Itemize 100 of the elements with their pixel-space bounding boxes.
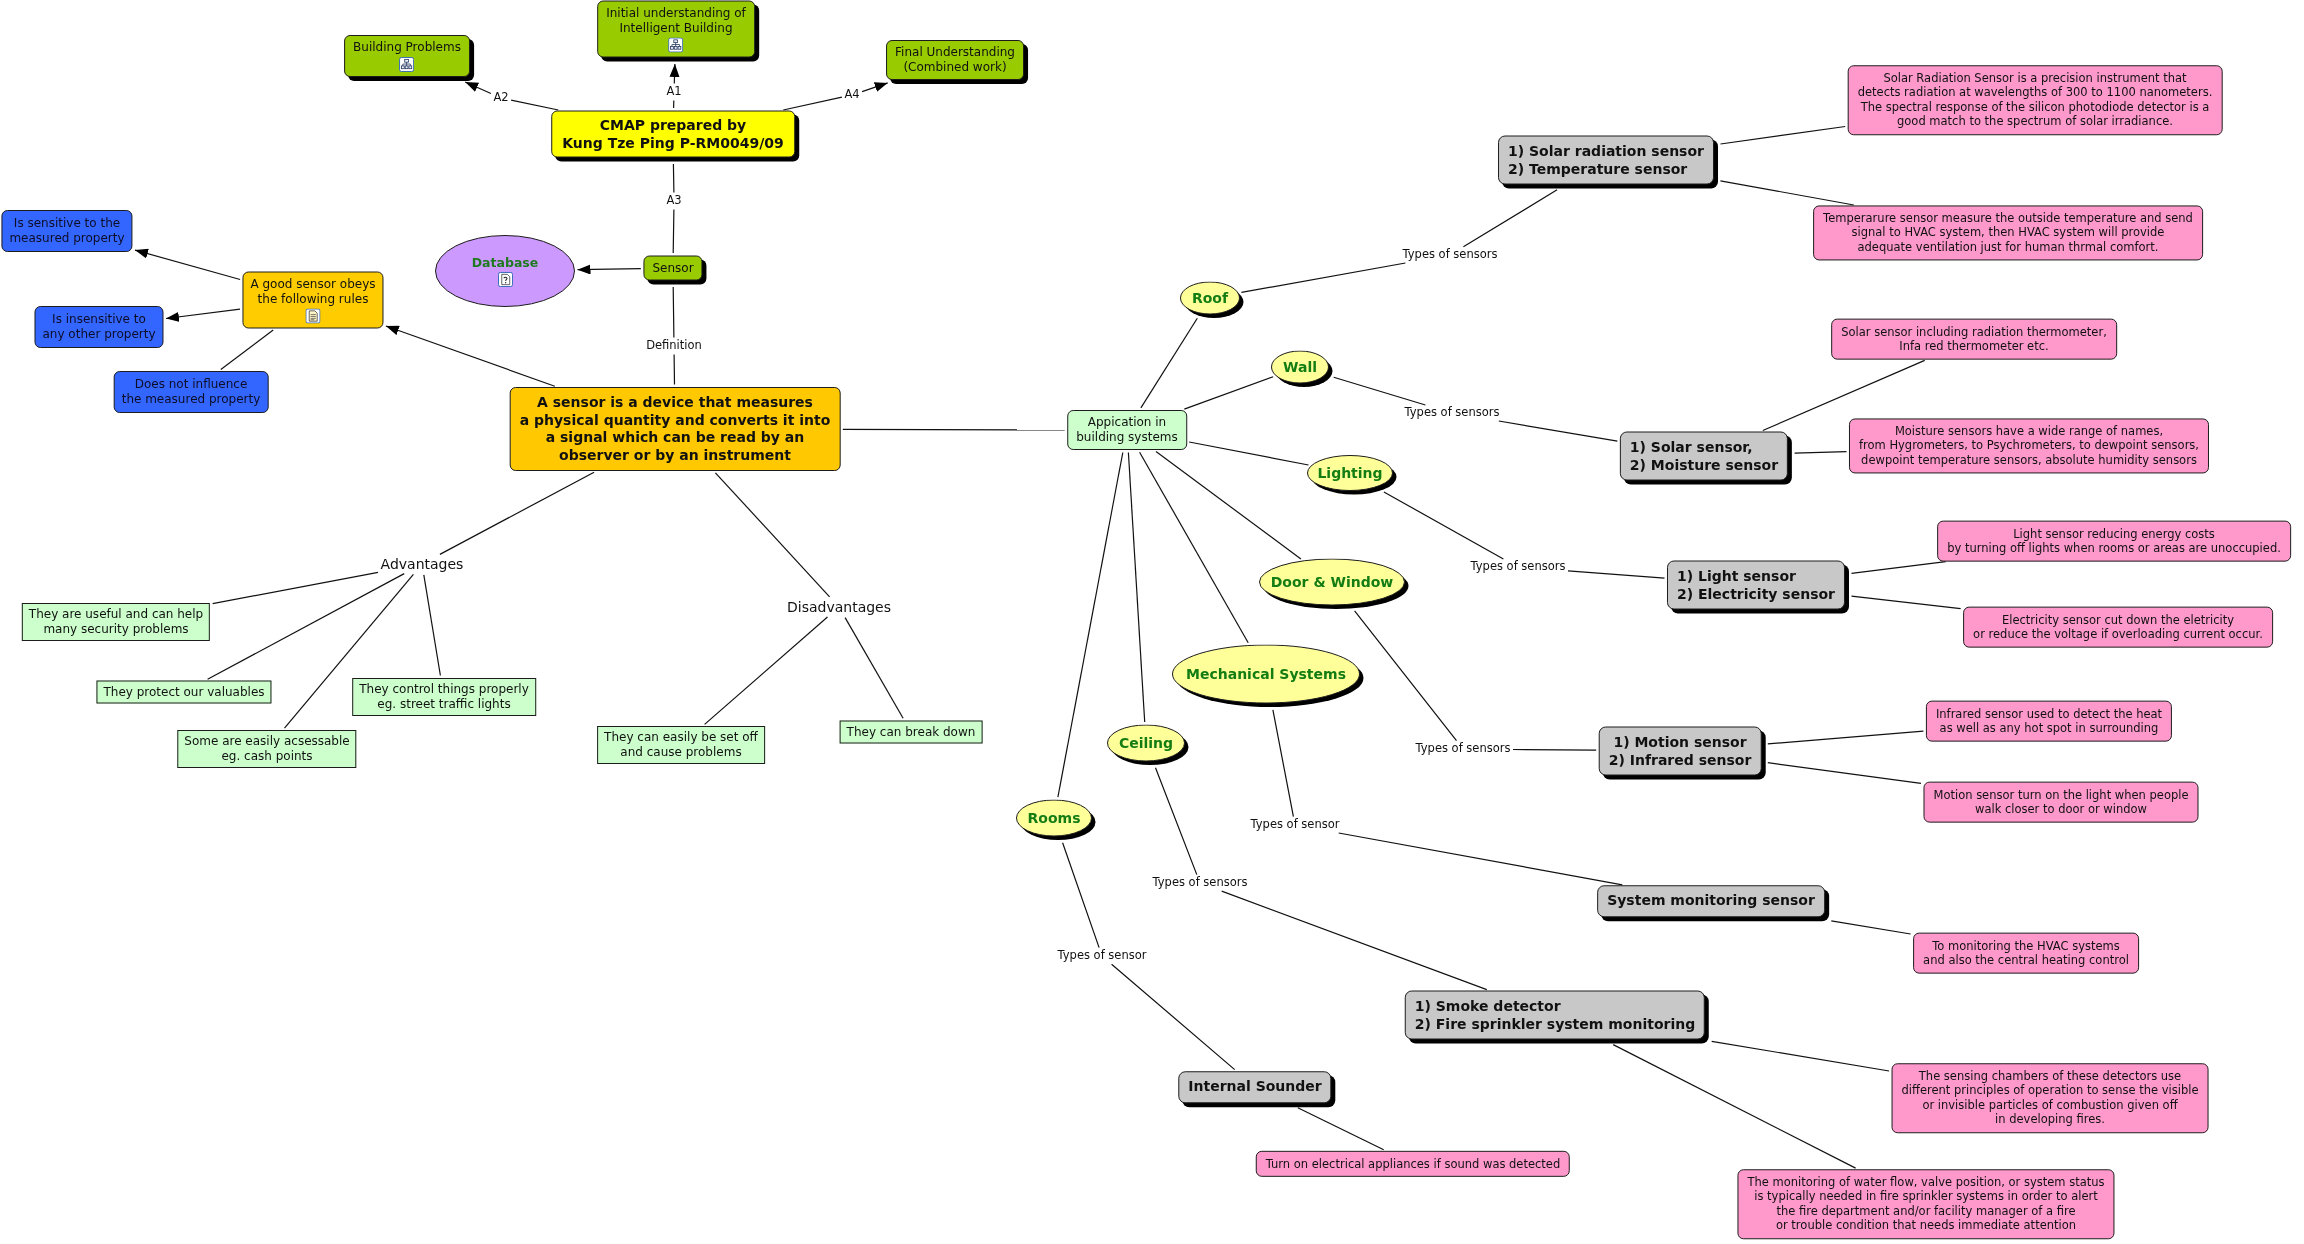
concept-label: Solar Radiation Sensor is a precision instrument that detects radiation at wavelengths of 300 to 1100 nanometers. The spectral response of the silicon photodiode detector is a good match to the spectrum of solar irradiance. [1857, 71, 2213, 129]
concept-ellipse [1172, 644, 1364, 708]
connector [1140, 317, 1198, 409]
concept-label: Lighting [1317, 464, 1383, 482]
connector [1297, 1107, 1385, 1151]
concept-ellipse [1180, 281, 1244, 319]
concept-box [96, 680, 272, 704]
connector [1188, 441, 1310, 466]
connector [220, 329, 274, 371]
connector [1850, 595, 1962, 610]
connector [714, 472, 831, 598]
link-label: Types of sensor [1057, 949, 1147, 963]
connector [1155, 450, 1302, 560]
arrow [576, 264, 642, 275]
concept-label: Electricity sensor cut down the eletricity or reduce the voltage if overloading current occur. [1973, 612, 2263, 642]
concept-label: 2) Infrared sensor [1608, 751, 1752, 769]
concept-label: Is insensitive to any other property [42, 312, 156, 342]
concept-box [1813, 205, 2203, 261]
connector [704, 616, 829, 725]
link-label: Types of sensors [1470, 560, 1566, 574]
concept-label: Door & Window [1270, 573, 1394, 591]
connector [1711, 1040, 1890, 1072]
concept-label: They can break down [846, 724, 976, 740]
concept-ellipse [1259, 558, 1409, 610]
concept-box [1, 210, 133, 252]
connector [1383, 491, 1666, 579]
link-label: Definition [646, 339, 702, 353]
concept-label: 2) Temperature sensor [1508, 160, 1688, 178]
concept-box [643, 255, 703, 281]
connector [423, 574, 441, 677]
link-label: Types of sensors [1404, 406, 1500, 420]
connector [1057, 451, 1124, 798]
concept-box [1913, 932, 2139, 974]
concept-label: Internal Sounder [1188, 1078, 1322, 1096]
connector [439, 471, 595, 555]
concept-ellipse [435, 235, 575, 307]
connector [1154, 767, 1488, 991]
concept-label: The sensing chambers of these detectors use different principles of operation to sense the visible or invisible particles of combustion given off in developing fires. [1901, 1069, 2199, 1127]
concept-label: Building Problems [353, 40, 461, 55]
concept-label: Initial understanding of Intelligent Building [606, 5, 746, 36]
concept-label: Wall [1283, 358, 1317, 376]
connector [1719, 125, 1846, 145]
concept-box [21, 603, 211, 641]
concept-ellipse [1307, 455, 1397, 495]
concept-box [1067, 410, 1187, 450]
connector [212, 571, 379, 605]
arrow [464, 81, 559, 111]
concept-box [1598, 726, 1762, 776]
concept-label: Final Understanding (Combined work) [895, 45, 1015, 75]
connector [842, 428, 1066, 431]
link-label: Types of sensors [1402, 248, 1498, 262]
concept-label: A good sensor obeys the following rules [250, 276, 376, 307]
concept-box [1891, 1063, 2209, 1133]
link-label: A2 [493, 91, 509, 105]
concept-box [113, 371, 269, 413]
concept-label: A sensor is a device that measures a physical quantity and converts it into a signal which can be read by an observer or by an instrument [519, 394, 831, 464]
concept-label: System monitoring sensor [1607, 892, 1815, 910]
concept-box [1667, 560, 1845, 610]
connector [207, 573, 405, 680]
concept-ellipse [1016, 799, 1096, 841]
concept-label: The monitoring of water flow, valve position, or system status is typically needed in fire sprinkler systems in order to alert the fire department and/or facility manager of a fire or trouble condition that needs immediate attention [1747, 1175, 2105, 1233]
concept-box [1619, 431, 1789, 481]
connector [844, 617, 904, 719]
concept-label: 1) Motion sensor [1613, 733, 1747, 751]
concept-label: Rooms [1027, 809, 1081, 827]
concept-box [839, 720, 983, 744]
linking-phrase: Disadvantages [787, 598, 891, 616]
concept-box [1404, 990, 1706, 1040]
arrow [385, 325, 556, 387]
concept-label: They are useful and can help many security problems [28, 607, 204, 637]
connector [1272, 709, 1623, 886]
concept-box [1255, 1150, 1571, 1178]
concept-label: Roof [1191, 289, 1229, 307]
concept-box [1847, 65, 2223, 135]
concept-label: They control things properly eg. street traffic lights [359, 682, 529, 712]
concept-ellipse [1107, 724, 1189, 766]
concept-label: Database [471, 255, 539, 270]
concept-box [34, 306, 164, 348]
concept-label: To monitoring the HVAC systems and also the central heating control [1923, 938, 2129, 968]
connector [1767, 730, 1924, 745]
concept-box [242, 271, 384, 329]
link-label: A4 [844, 88, 860, 102]
connector [1139, 451, 1249, 644]
connector [1794, 451, 1848, 454]
connector [1127, 451, 1146, 723]
connector [1333, 376, 1618, 442]
concept-label: 1) Smoke detector [1414, 997, 1561, 1015]
concept-label: 2) Electricity sensor [1677, 585, 1835, 603]
link-label: A3 [666, 194, 682, 208]
connector [1062, 842, 1236, 1071]
connector [1183, 376, 1274, 410]
concept-label: Moisture sensors have a wide range of names, from Hygrometers, to Psychrometers, to dewpoint sensors, dewpoint temperature sensors, absolute humidity sensors [1859, 424, 2199, 468]
concept-box [509, 387, 841, 471]
concept-box [1831, 318, 2117, 360]
link-label: Types of sensor [1250, 818, 1340, 832]
concept-label: Infrared sensor used to detect the heat as well as any hot spot in surrounding [1935, 706, 2163, 736]
connector [1830, 920, 1912, 935]
connector [1767, 762, 1922, 784]
link-label: Types of sensors [1415, 742, 1511, 756]
concept-label: Turn on electrical appliances if sound was detected [1265, 1156, 1561, 1172]
